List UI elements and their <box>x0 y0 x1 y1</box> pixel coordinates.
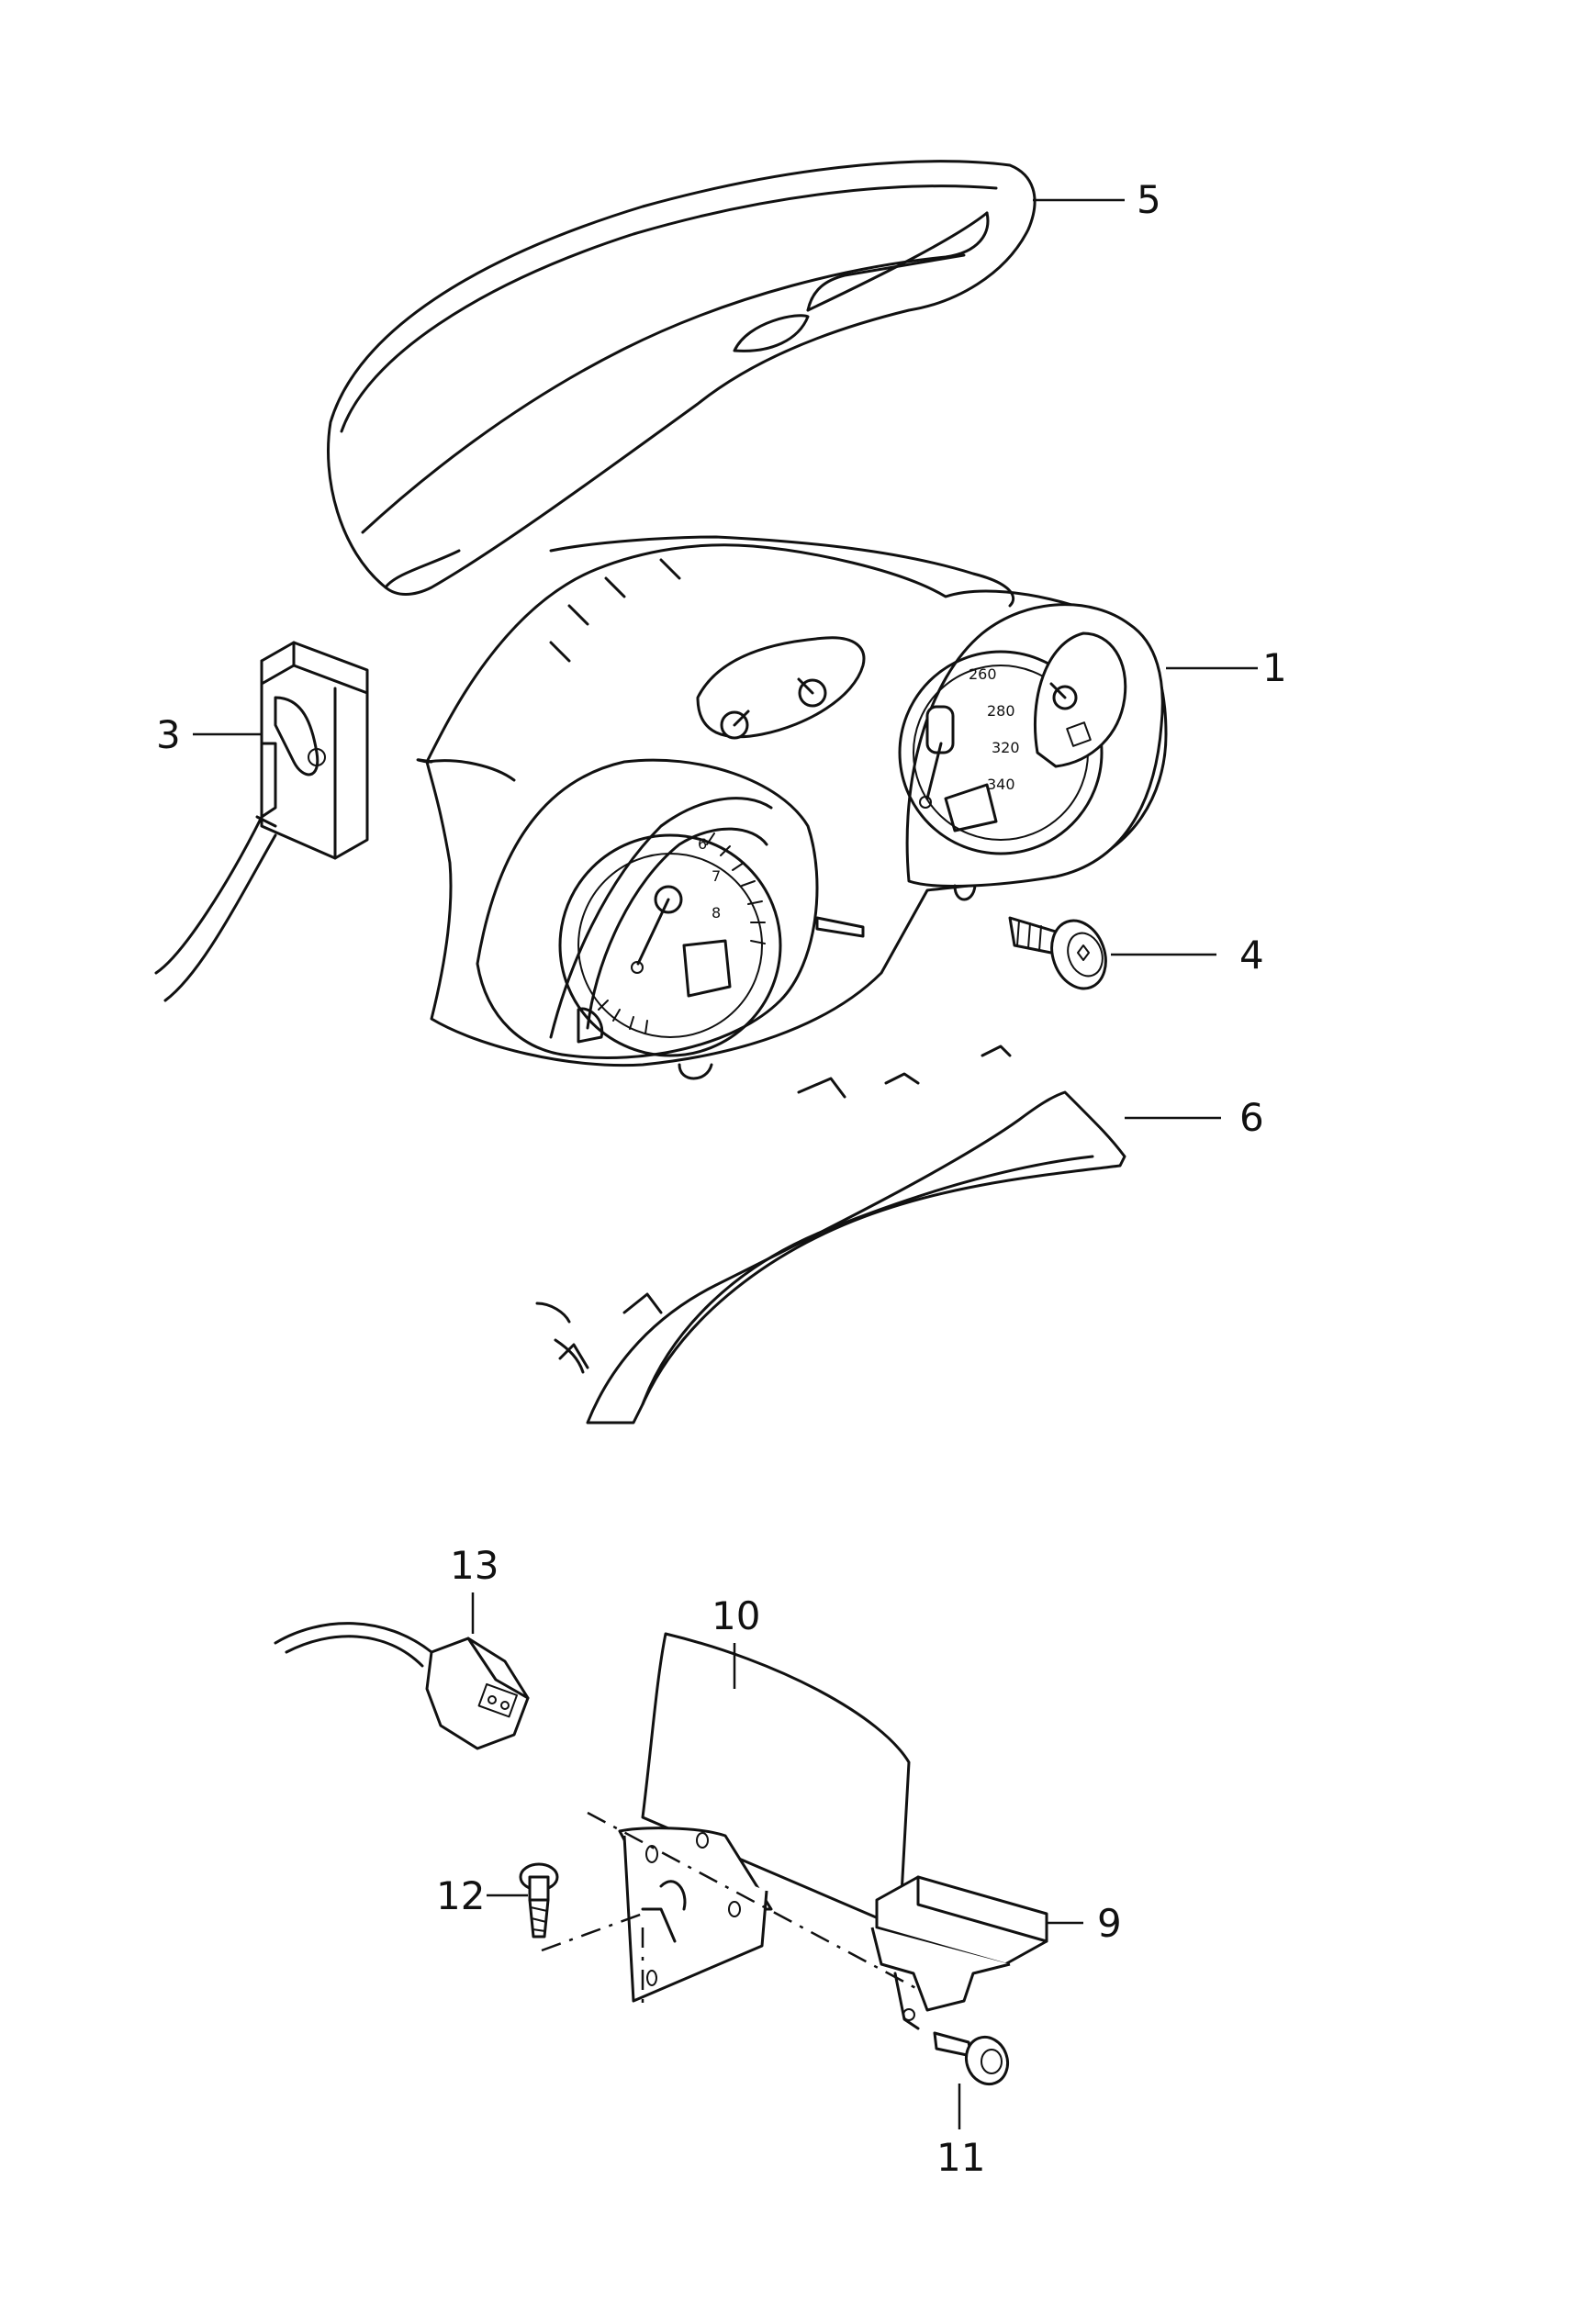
callout-4: 4 <box>1239 933 1264 978</box>
callout-6: 6 <box>1239 1095 1264 1140</box>
bracket-10-drawing <box>618 1632 911 2003</box>
callout-13: 13 <box>450 1543 499 1588</box>
sensor-connector-drawing <box>154 641 369 1002</box>
tach-label-8: 8 <box>712 904 721 922</box>
speedo-label-340: 340 <box>987 776 1015 793</box>
tach-label-6: 6 <box>698 835 707 853</box>
callout-12: 12 <box>436 1873 485 1918</box>
tach-label-7: 7 <box>712 867 721 885</box>
speedo-label-260: 260 <box>969 665 997 683</box>
callout-3: 3 <box>156 712 181 757</box>
speedo-label-280: 280 <box>987 702 1015 720</box>
callout-5: 5 <box>1137 177 1161 222</box>
screw-11-drawing <box>933 2031 1010 2086</box>
connector-13-drawing <box>274 1622 530 1750</box>
callout-11: 11 <box>936 2135 985 2180</box>
instrument-cluster-drawing: 6 7 8 260 280 320 340 <box>416 535 1168 1080</box>
speedo-label-320: 320 <box>992 739 1020 756</box>
lower-trim-drawing <box>535 1045 1126 1425</box>
callout-1: 1 <box>1262 645 1287 690</box>
screw-4-drawing <box>1008 916 1107 990</box>
callout-9: 9 <box>1097 1901 1122 1946</box>
module-9-drawing <box>870 1875 1048 2030</box>
assembly-line-12 <box>541 1912 644 1952</box>
screw-12-drawing <box>519 1862 559 1939</box>
callout-10: 10 <box>712 1593 760 1638</box>
hood-cover-drawing <box>327 160 1037 596</box>
